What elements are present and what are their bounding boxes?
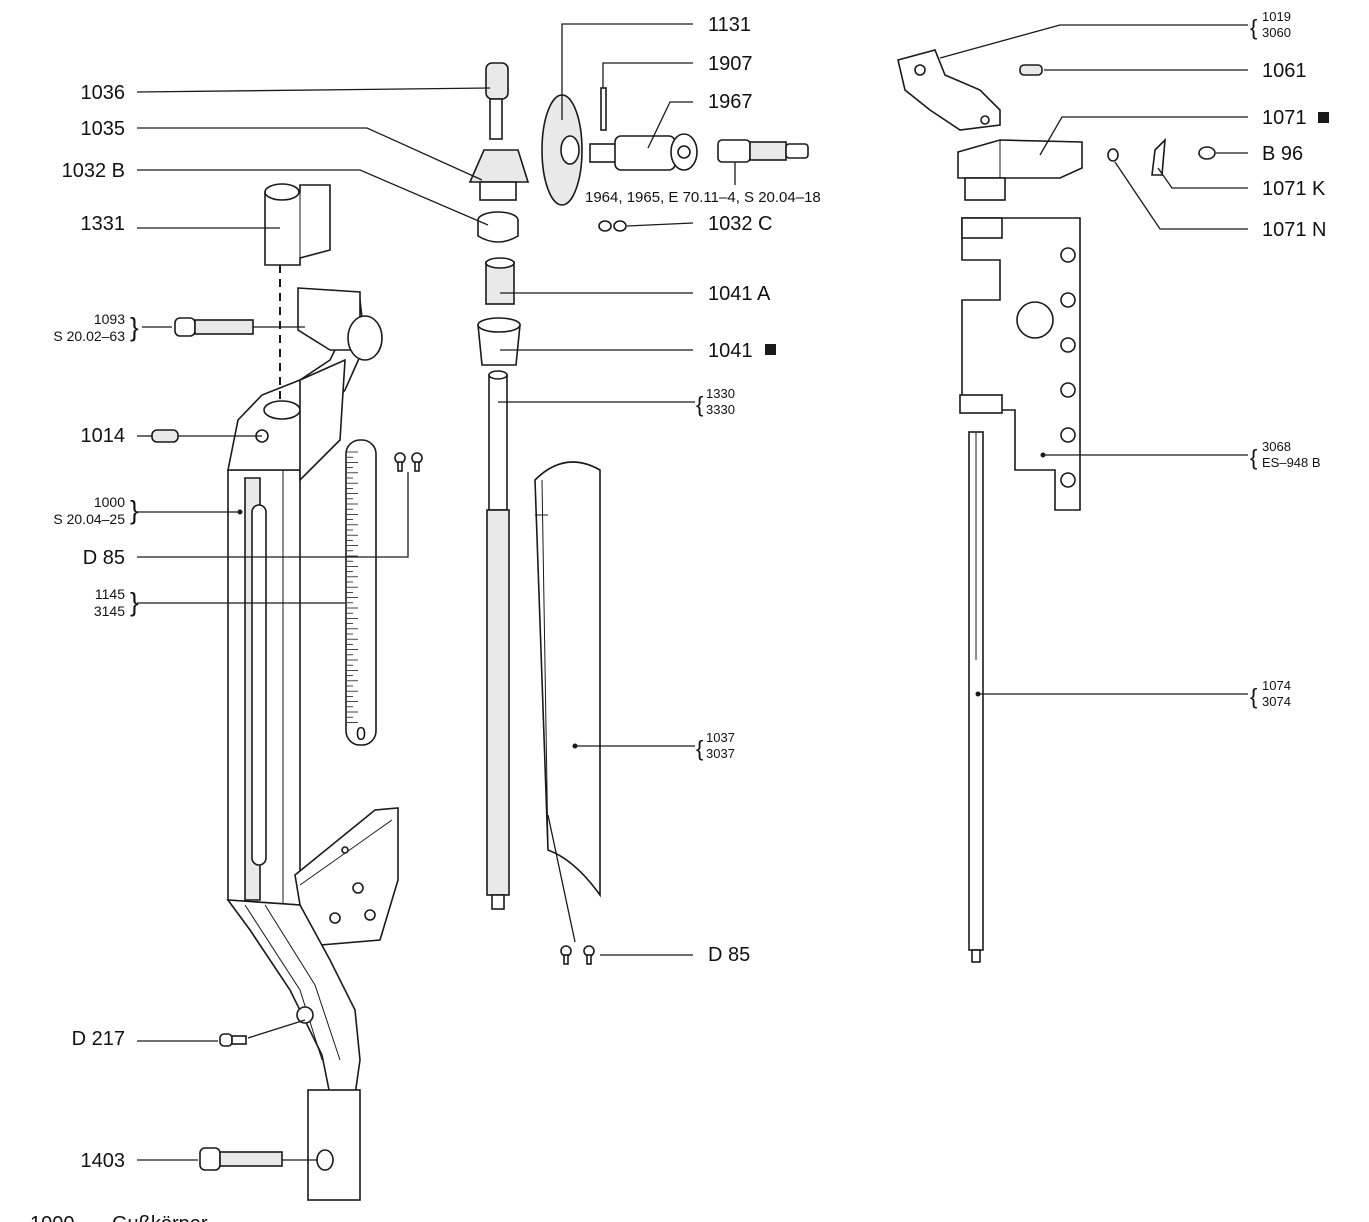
brace-1000: } <box>130 495 139 525</box>
bevel-gear-1035 <box>468 149 530 201</box>
label-3037: 3037 <box>706 746 735 761</box>
pin-1907 <box>600 87 607 131</box>
bracket-1019 <box>897 49 1001 131</box>
nut-1032b <box>477 211 519 243</box>
label-1071n: 1071 N <box>1262 219 1327 241</box>
labels-left: 1036 1035 1032 B 1331 1093 S 20.02–63 10… <box>53 82 139 1172</box>
label-d85-bottom: D 85 <box>708 944 750 966</box>
brace-3068: { <box>1250 445 1257 470</box>
cover-tube-1037 <box>534 461 601 898</box>
brace-1145: } <box>130 587 139 617</box>
label-1331: 1331 <box>81 213 126 235</box>
label-1019: 1019 <box>1262 9 1291 24</box>
threaded-rod-1330 <box>486 370 510 910</box>
label-1036: 1036 <box>81 82 126 104</box>
label-3330: 3330 <box>706 402 735 417</box>
label-3074: 3074 <box>1262 694 1291 709</box>
square-marker-1071 <box>1318 112 1329 123</box>
label-1061: 1061 <box>1262 60 1307 82</box>
svg-text:0: 0 <box>356 724 366 744</box>
label-1071k: 1071 K <box>1262 178 1326 200</box>
cast-body-1000 <box>226 287 399 1201</box>
footer-text: Gußkörper <box>112 1213 208 1222</box>
pin-detail-1964 <box>717 139 809 163</box>
brace-1330: { <box>696 392 703 417</box>
label-1131: 1131 <box>708 14 751 36</box>
labels-right: 1019 3060 1061 1071 B 96 1071 K 1071 N 3… <box>1250 9 1327 709</box>
label-1014: 1014 <box>81 425 126 447</box>
label-1330: 1330 <box>706 386 735 401</box>
label-3145: 3145 <box>94 603 125 619</box>
brace-1037: { <box>696 736 703 761</box>
leader-lines <box>136 23 1329 1161</box>
label-b96: B 96 <box>1262 143 1303 165</box>
screw-1061 <box>1019 64 1043 76</box>
brace-1093: } <box>130 312 139 342</box>
label-d85-left: D 85 <box>83 547 125 569</box>
label-1145: 1145 <box>95 586 125 602</box>
sleeve-1331 <box>264 183 331 405</box>
label-s20-04-25: S 20.04–25 <box>53 511 125 527</box>
set-screws-1032c <box>598 220 627 232</box>
footer-code: 1000 <box>30 1213 75 1222</box>
brace-1074: { <box>1250 684 1257 709</box>
label-1403: 1403 <box>81 1150 126 1172</box>
screw-1403 <box>199 1147 283 1171</box>
labels-middle: 1131 1907 1967 1964, 1965, E 70.11–4, S … <box>585 14 821 966</box>
label-1041a: 1041 A <box>708 283 771 305</box>
label-1071: 1071 <box>1262 107 1307 129</box>
label-1041: 1041 <box>708 340 753 362</box>
sleeve-1041a <box>485 257 515 305</box>
nut-1041 <box>477 317 521 366</box>
label-1032b: 1032 B <box>62 160 125 182</box>
label-3068: 3068 <box>1262 439 1291 454</box>
label-1037: 1037 <box>706 730 735 745</box>
label-es948b: ES–948 B <box>1262 455 1321 470</box>
label-1074: 1074 <box>1262 678 1291 693</box>
square-marker-1041 <box>765 344 776 355</box>
plate-3068 <box>959 217 1081 511</box>
rod-1074 <box>968 431 984 963</box>
brace-1019: { <box>1250 15 1257 40</box>
screws-d85-top <box>394 452 423 472</box>
shaft-1967 <box>589 133 698 171</box>
part-1071k <box>1151 137 1166 176</box>
label-d217: D 217 <box>72 1028 125 1050</box>
label-1000: 1000 <box>94 494 125 510</box>
label-1964-note: 1964, 1965, E 70.11–4, S 20.04–18 <box>585 189 821 206</box>
scale-1145: 0 <box>345 439 377 746</box>
screw-d217 <box>219 1033 247 1047</box>
label-1967: 1967 <box>708 91 753 113</box>
label-1907: 1907 <box>708 53 753 75</box>
screws-d85-bottom <box>560 945 595 965</box>
label-1035: 1035 <box>81 118 126 140</box>
screw-1014 <box>151 429 179 443</box>
knob-1036 <box>485 62 509 140</box>
screw-b96 <box>1198 146 1216 160</box>
label-3060: 3060 <box>1262 25 1291 40</box>
block-1071 <box>957 139 1083 201</box>
part-1071n <box>1107 148 1119 162</box>
label-s20-02-63: S 20.02–63 <box>53 328 125 344</box>
label-1032c: 1032 C <box>708 213 773 235</box>
label-1093: 1093 <box>94 311 125 327</box>
footer-caption: 1000 Gußkörper <box>30 1213 208 1222</box>
screw-1093 <box>174 317 254 337</box>
